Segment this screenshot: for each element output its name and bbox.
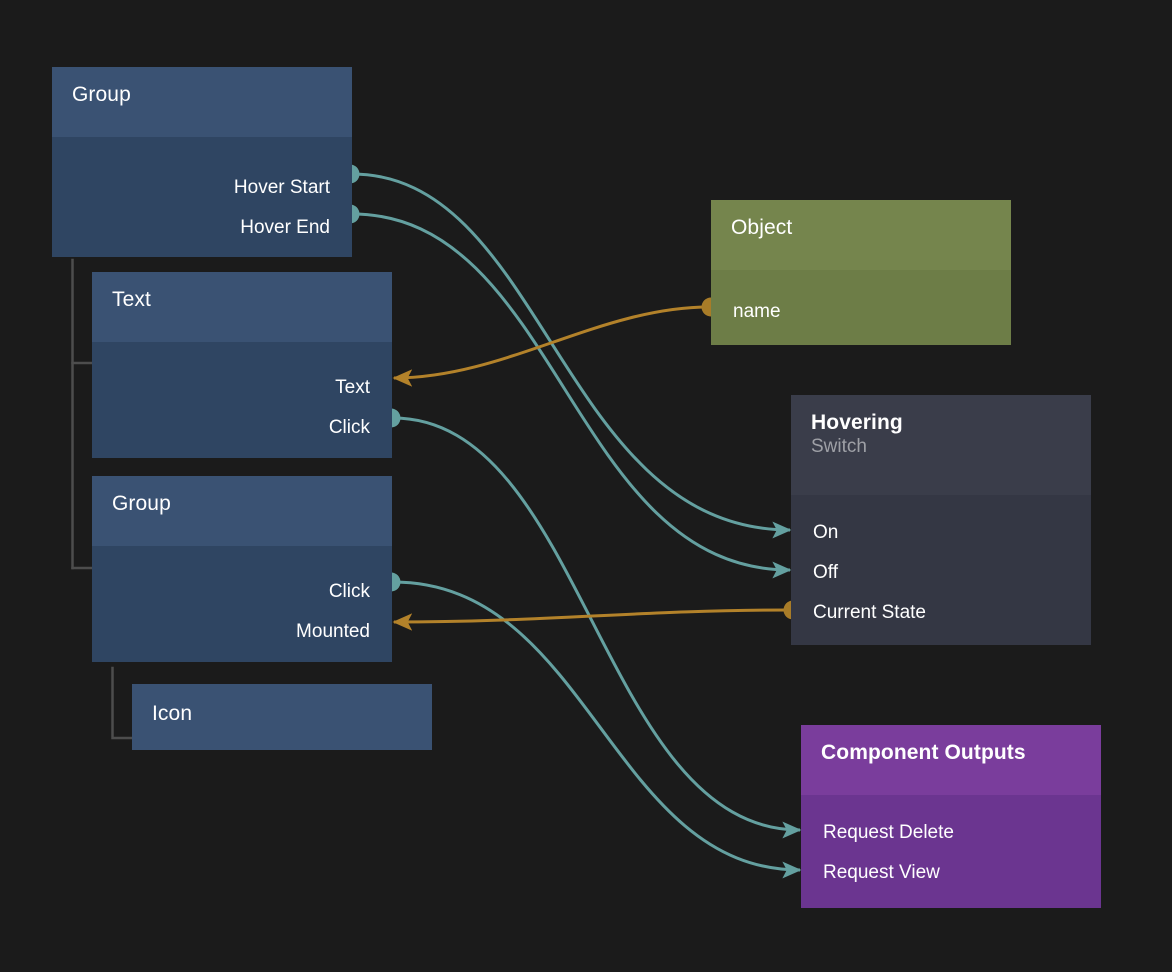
port-text-label[interactable]: Text	[335, 377, 370, 398]
node-text-body: Text Click	[92, 342, 392, 458]
port-hovering-on-label[interactable]: On	[813, 522, 839, 543]
node-text[interactable]: Text Text Click	[92, 272, 392, 458]
port-hovering-current-state-label[interactable]: Current State	[813, 602, 926, 623]
node-group-child-header[interactable]: Group	[92, 476, 392, 546]
tree-branch-icon	[111, 666, 134, 740]
node-group-root-title: Group	[72, 83, 131, 106]
node-hovering[interactable]: Hovering Switch On Off Current State	[791, 395, 1091, 645]
node-group-child-title: Group	[112, 492, 171, 515]
port-hovering-off-label[interactable]: Off	[813, 562, 838, 583]
node-text-title: Text	[112, 288, 151, 311]
node-object-header[interactable]: Object	[711, 200, 1011, 270]
edge-current-state-to-mounted	[392, 608, 792, 631]
port-mounted-label[interactable]: Mounted	[296, 621, 370, 642]
node-component-outputs[interactable]: Component Outputs Request Delete Request…	[801, 725, 1101, 908]
node-object-title: Object	[731, 216, 793, 239]
node-component-outputs-title: Component Outputs	[821, 741, 1026, 764]
node-text-header[interactable]: Text	[92, 272, 392, 342]
port-hover-start-label[interactable]: Hover Start	[233, 177, 330, 198]
node-icon-title: Icon	[152, 702, 193, 725]
node-group-root[interactable]: Group Hover Start Hover End	[52, 67, 352, 257]
node-group-root-header[interactable]: Group	[52, 67, 352, 137]
node-group-child[interactable]: Group Click Mounted	[92, 476, 392, 662]
edge-click-to-request-view	[392, 580, 802, 879]
node-hovering-body: On Off Current State	[791, 495, 1091, 645]
port-request-delete-label[interactable]: Request Delete	[823, 822, 954, 843]
edge-click-to-request-delete	[392, 416, 802, 839]
port-request-view-label[interactable]: Request View	[823, 862, 940, 883]
node-component-outputs-header[interactable]: Component Outputs	[801, 725, 1101, 795]
node-component-outputs-body: Request Delete Request View	[801, 795, 1101, 908]
node-hovering-header[interactable]: Hovering Switch	[791, 395, 1091, 495]
node-hovering-title: Hovering	[811, 411, 903, 434]
node-icon-header[interactable]: Icon	[132, 684, 432, 750]
node-group-root-body: Hover Start Hover End	[52, 137, 352, 257]
port-hover-end-label[interactable]: Hover End	[240, 217, 330, 238]
node-icon[interactable]: Icon	[132, 684, 432, 750]
port-text-click-label[interactable]: Click	[328, 417, 370, 438]
node-hovering-subtitle: Switch	[811, 436, 867, 458]
edge-name-to-text	[392, 305, 710, 387]
node-object-body: name	[711, 270, 1011, 345]
node-group-child-body: Click Mounted	[92, 546, 392, 662]
port-object-name-label[interactable]: name	[733, 301, 781, 322]
port-group-click-label[interactable]: Click	[328, 581, 370, 602]
node-object[interactable]: Object name	[711, 200, 1011, 345]
